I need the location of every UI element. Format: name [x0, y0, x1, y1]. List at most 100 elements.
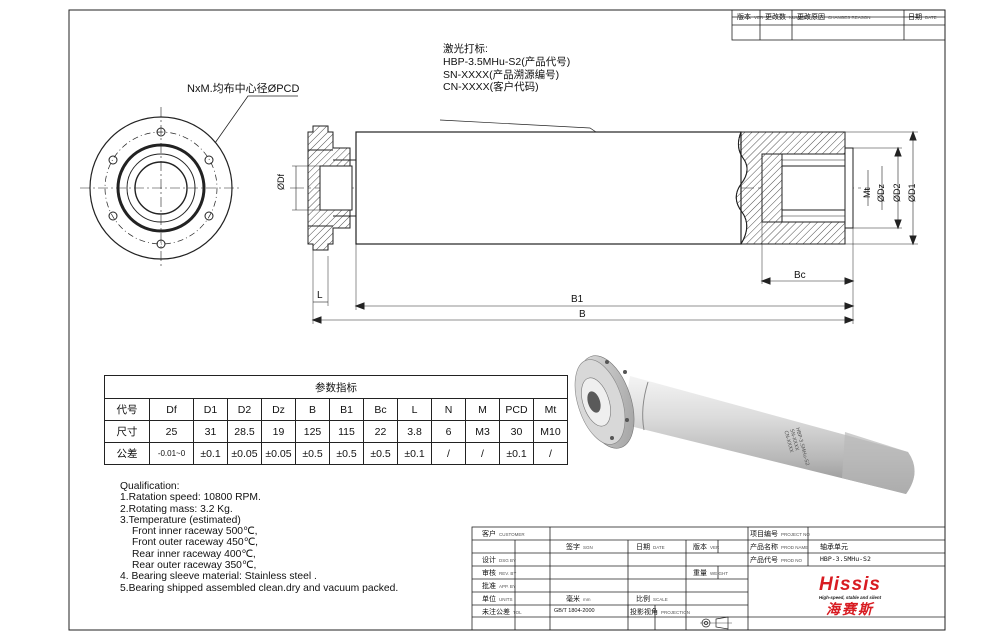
- tb-customer-en: CUSTOMER: [499, 532, 525, 537]
- param-size-cell: M10: [533, 420, 568, 443]
- tb-unit-en: UNITS: [499, 597, 513, 602]
- tb-product-code-value: HBP-3.5MHu-S2: [820, 555, 871, 563]
- notes-title: Qualification:: [120, 481, 180, 492]
- rev-reason-en: CHANGES REASON: [828, 15, 871, 20]
- dim-bc: Bc: [794, 270, 806, 281]
- param-tolerance-cell: ±0.5: [295, 442, 330, 465]
- note-line-7: Rear outer raceway 350℃,: [132, 560, 257, 572]
- tb-project-no-cn: 项目编号: [750, 531, 778, 538]
- rev-reason-cn: 更改原因: [797, 14, 825, 21]
- param-tolerance-cell: /: [431, 442, 466, 465]
- tb-date-en: DATE: [653, 545, 665, 550]
- param-table-title: 参数指标: [104, 375, 568, 399]
- revision-block: [731, 9, 946, 41]
- rev-date-en: DATE: [925, 15, 937, 20]
- tb-unit-cn: 单位: [482, 596, 496, 603]
- param-size-cell: 31: [193, 420, 228, 443]
- tb-product-code-cn: 产品代号: [750, 557, 778, 564]
- logo-tagline: High-speed, stable and silent: [818, 595, 882, 600]
- laser-line-3: CN-XXXX(客户代码): [443, 81, 539, 94]
- tb-product-name-value: 轴承单元: [820, 544, 848, 551]
- section-view: [290, 119, 918, 324]
- tb-projection-en: PROJECTION: [661, 610, 691, 615]
- note-line-2: 2.Rotating mass: 3.2 Kg.: [120, 503, 233, 515]
- tb-date-cn: 日期: [636, 544, 650, 551]
- logo-wordmark: Hissis: [819, 574, 881, 595]
- param-header-cell: Mt: [533, 398, 568, 421]
- param-tolerance-cell: ±0.05: [261, 442, 296, 465]
- param-header-label: 代号: [104, 398, 150, 421]
- param-size-cell: 6: [431, 420, 466, 443]
- param-tolerance-cell: ±0.1: [193, 442, 228, 465]
- laser-line-1: HBP-3.5MHu-S2(产品代号): [443, 55, 571, 68]
- tb-unit-value-en: mm: [583, 597, 591, 602]
- laser-title: 激光打标:: [443, 43, 488, 55]
- tb-unit-value-cn: 毫米: [566, 596, 580, 603]
- param-tolerance-label: 公差: [104, 442, 150, 465]
- param-size-cell: 3.8: [397, 420, 432, 443]
- note-line-5: Front outer raceway 450℃,: [132, 537, 259, 549]
- param-header-cell: D1: [193, 398, 228, 421]
- note-line-1: 1.Ratation speed: 10800 RPM.: [120, 492, 261, 504]
- param-tolerance-row: 公差-0.01~0±0.1±0.05±0.05±0.5±0.5±0.5±0.1/…: [104, 442, 568, 465]
- note-line-6: Rear inner raceway 400℃,: [132, 548, 256, 560]
- tb-weight-en: WEIGHT: [710, 571, 728, 576]
- dim-dz: ØDz: [876, 184, 886, 202]
- tb-scale-en: SCALE: [653, 597, 668, 602]
- projection-symbol: [700, 616, 732, 630]
- param-header-cell: D2: [227, 398, 262, 421]
- param-tolerance-cell: ±0.05: [227, 442, 262, 465]
- param-size-cell: 115: [329, 420, 364, 443]
- tb-product-name-cn: 产品名称: [750, 544, 778, 551]
- dim-mt: Mt: [862, 188, 872, 198]
- tb-design-en: DSG BY: [499, 558, 517, 563]
- tb-product-code-en: PROD NO: [781, 558, 803, 563]
- param-size-cell: 25: [149, 420, 194, 443]
- tb-project-no-en: PROJECT NO: [781, 532, 810, 537]
- bearing-3d-render: HBP-3.5MHu-S2 SN-XXXX CN-XXXX: [574, 355, 915, 494]
- param-size-cell: 22: [363, 420, 398, 443]
- laser-line-2: SN-XXXX(产品溯源编号): [443, 68, 560, 81]
- dim-d2: ØD2: [892, 183, 902, 202]
- param-size-cell: 28.5: [227, 420, 262, 443]
- company-logo: Hissis High-speed, stable and silent 海赛斯: [790, 574, 910, 618]
- note-line-8: 4. Bearing sleeve material: Stainless st…: [120, 571, 317, 583]
- pcd-note: NxM.均布中心径ØPCD: [187, 83, 300, 95]
- tb-weight-cn: 重量: [693, 570, 707, 577]
- title-block: [471, 526, 946, 631]
- rev-ver-cn: 版本: [737, 14, 751, 21]
- note-line-3: 3.Temperature (estimated): [120, 514, 241, 526]
- svg-text:SN-XXXX: SN-XXXX: [788, 429, 800, 453]
- note-line-4: Front inner raceway 500℃,: [132, 526, 258, 538]
- dim-df: ØDf: [276, 173, 286, 190]
- param-size-cell: M3: [465, 420, 500, 443]
- param-tolerance-cell: -0.01~0: [149, 442, 194, 465]
- tb-sign-en: SGN: [583, 545, 593, 550]
- param-size-cell: 125: [295, 420, 330, 443]
- tb-tol-value: GB/T 1804-2000: [554, 608, 595, 614]
- dim-d1: ØD1: [907, 183, 917, 202]
- param-tolerance-cell: ±0.5: [329, 442, 364, 465]
- rev-number-cn: 更改数: [765, 14, 786, 21]
- param-tolerance-cell: /: [465, 442, 500, 465]
- param-header-cell: B1: [329, 398, 364, 421]
- flange-front-view: [80, 95, 298, 269]
